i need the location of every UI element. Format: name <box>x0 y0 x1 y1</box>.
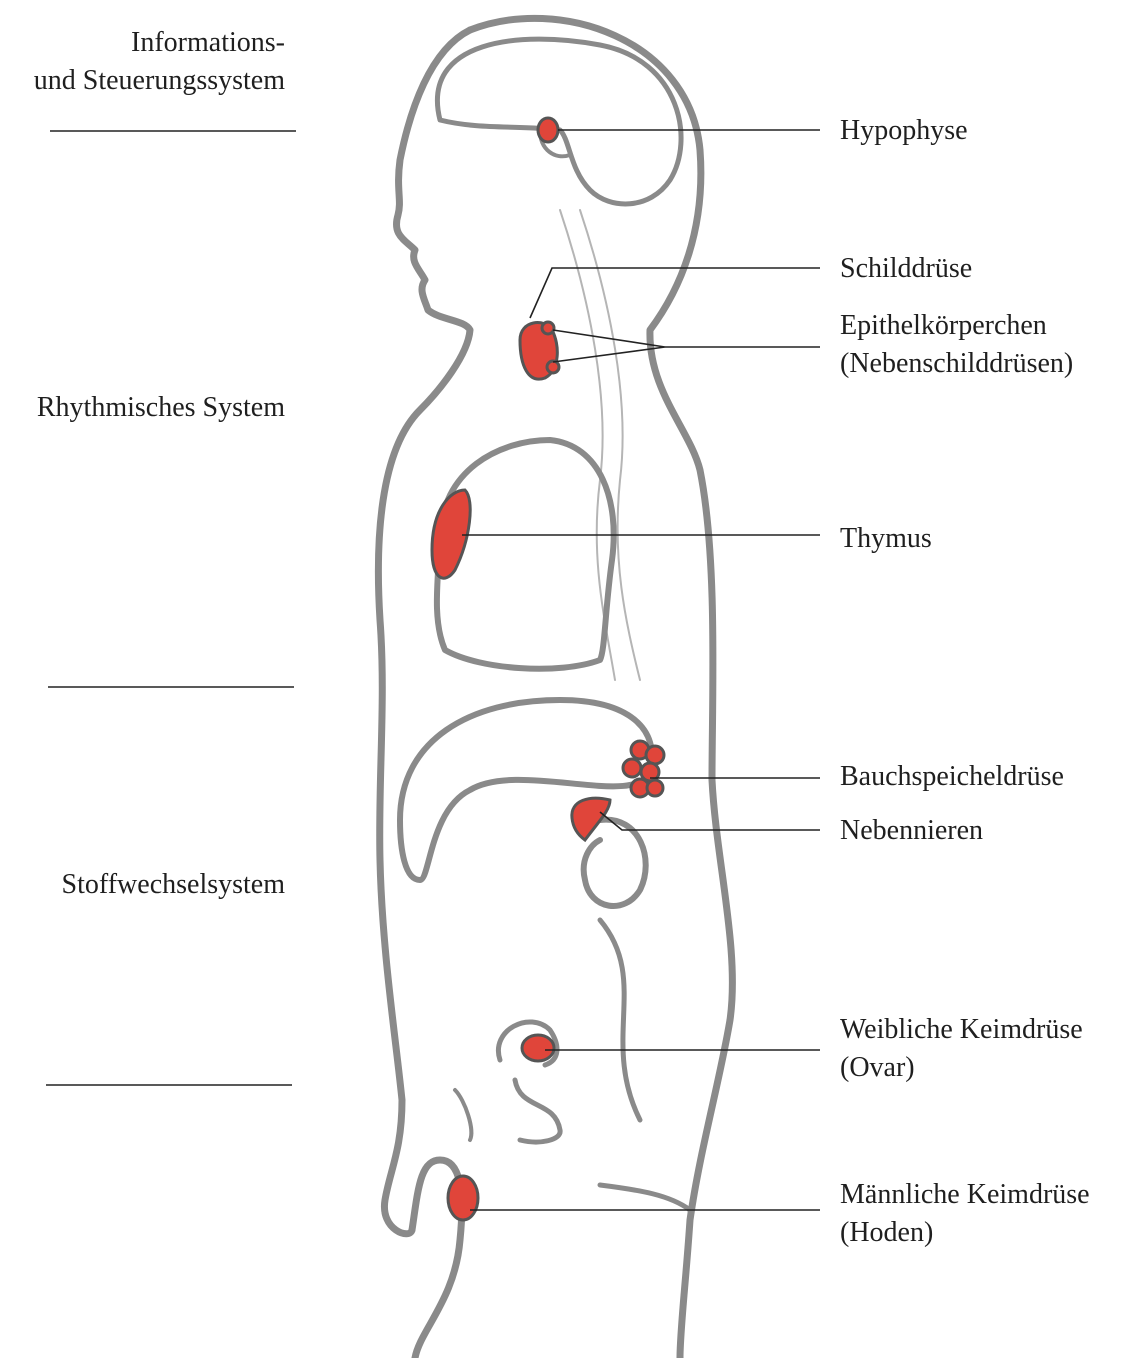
gland-label-ovar-name: Weibliche Keimdrüse <box>840 1011 1083 1049</box>
system-label-rhythmic: Rhythmisches System <box>37 389 285 427</box>
gland-label-thymus: Thymus <box>840 520 932 558</box>
gland-label-hoden: Männliche Keimdrüse (Hoden) <box>840 1176 1090 1252</box>
gland-label-ovar-sub: (Ovar) <box>840 1049 1083 1087</box>
body-outline <box>378 18 732 1358</box>
system-label-information-line1: Informations- <box>34 24 285 62</box>
system-label-information: Informations- und Steuerungssystem <box>34 24 285 100</box>
gland-label-epithelkoerperchen-name: Epithelkörperchen <box>840 307 1073 345</box>
gland-label-hoden-name: Männliche Keimdrüse <box>840 1176 1090 1214</box>
parathyroid-gland-lower <box>547 361 559 373</box>
pancreas-gland <box>623 741 664 797</box>
system-label-information-line2: und Steuerungssystem <box>34 62 285 100</box>
system-label-metabolic: Stoffwechselsystem <box>62 866 285 904</box>
testis-gland <box>448 1176 478 1220</box>
thymus-gland <box>432 490 470 578</box>
parathyroid-gland-upper <box>542 322 554 334</box>
gland-label-nebennieren: Nebennieren <box>840 812 983 850</box>
gland-label-hypophyse: Hypophyse <box>840 112 968 150</box>
hypophyse-gland <box>538 118 558 142</box>
gland-label-ovar: Weibliche Keimdrüse (Ovar) <box>840 1011 1083 1087</box>
gland-label-schilddruese: Schilddrüse <box>840 250 972 288</box>
gland-label-bauchspeicheldruese: Bauchspeicheldrüse <box>840 758 1064 796</box>
gland-label-epithelkoerperchen-sub: (Nebenschilddrüsen) <box>840 345 1073 383</box>
ovary-gland <box>522 1035 554 1061</box>
gland-label-epithelkoerperchen: Epithelkörperchen (Nebenschilddrüsen) <box>840 307 1073 383</box>
section-dividers <box>46 131 296 1085</box>
gland-label-hoden-sub: (Hoden) <box>840 1214 1090 1252</box>
